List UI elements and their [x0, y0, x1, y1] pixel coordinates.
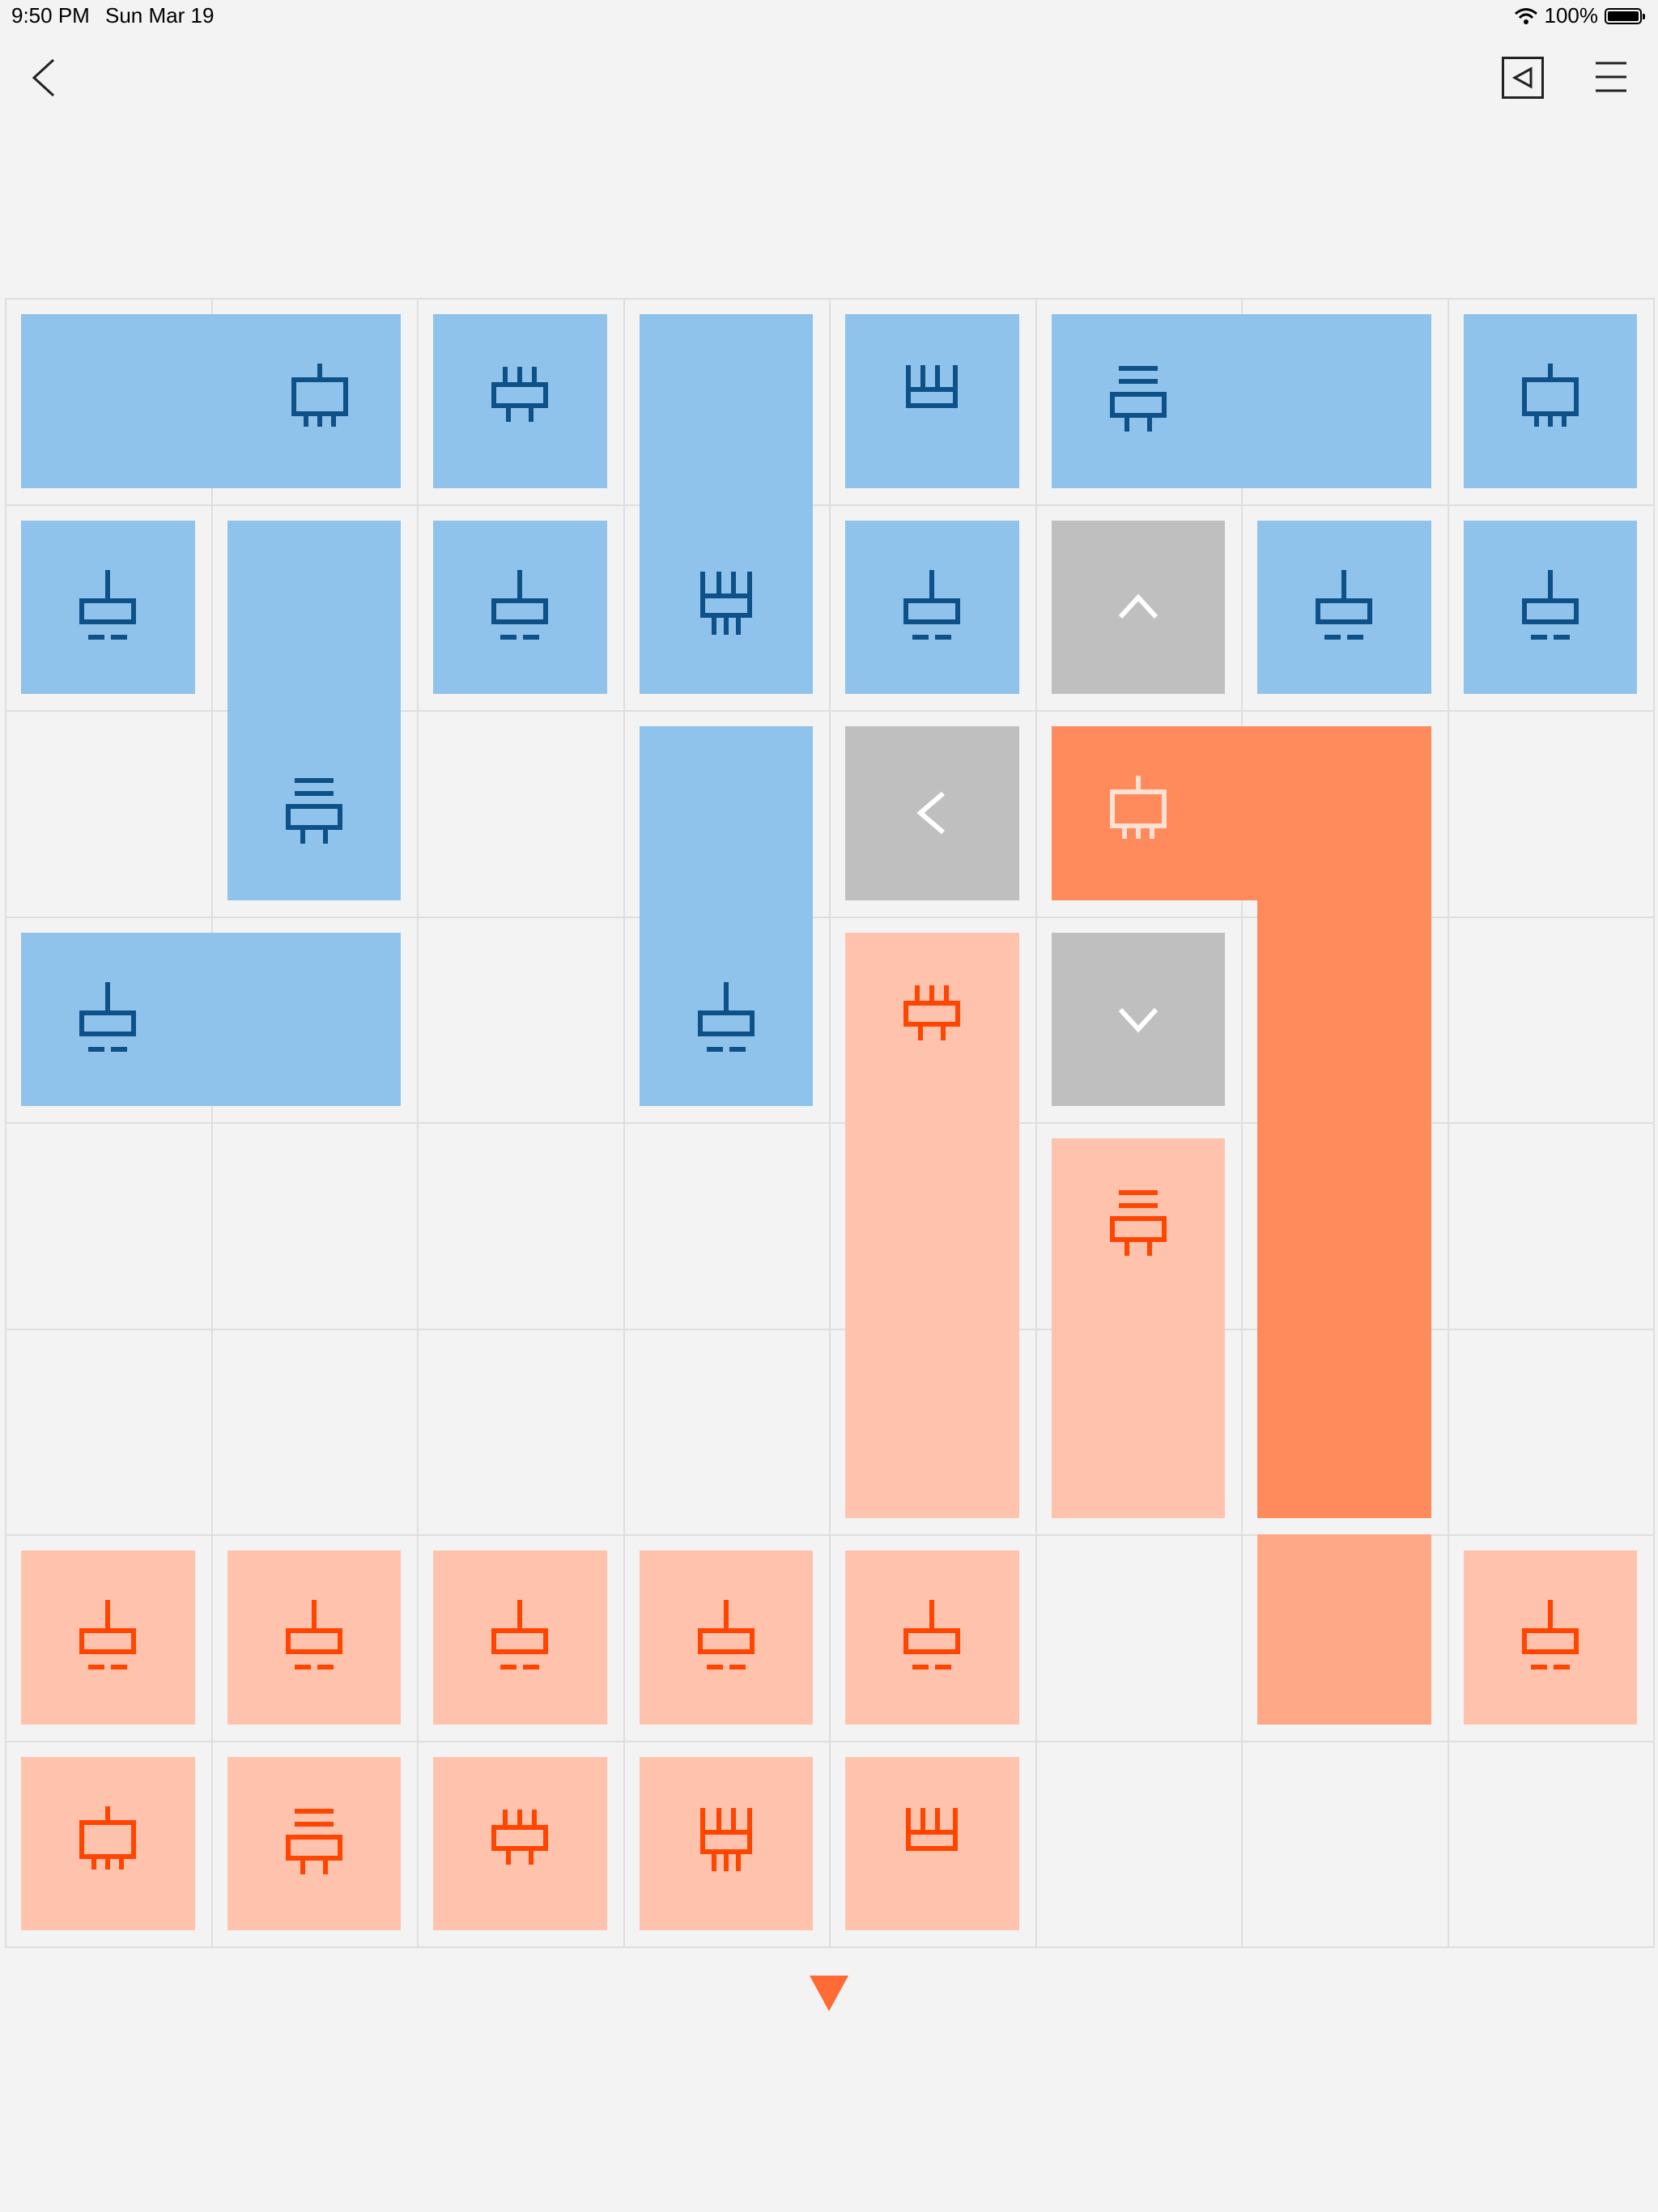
- salmon-piece-s6[interactable]: [639, 1551, 813, 1725]
- drop-arrow-icon: [810, 1976, 848, 2011]
- grid-cell: [210, 1328, 419, 1536]
- status-time: 9:50 PM: [11, 3, 90, 28]
- status-date: Sun Mar 19: [105, 3, 215, 28]
- blue-piece-b3[interactable]: [639, 314, 813, 694]
- blue-piece-b9[interactable]: [433, 520, 607, 694]
- salmon-piece-s12[interactable]: [639, 1756, 813, 1930]
- grid-cell: [623, 1122, 831, 1330]
- grid-cell: [1447, 1328, 1655, 1536]
- chevron-left-icon: [32, 58, 55, 97]
- hint-triangle-icon: [1502, 57, 1544, 99]
- salmon-piece-s4[interactable]: [227, 1551, 401, 1725]
- grid-cell: [417, 1122, 625, 1330]
- salmon-piece-s13[interactable]: [845, 1756, 1019, 1930]
- wifi-icon: [1514, 7, 1537, 24]
- grid-cell: [5, 1328, 213, 1536]
- grid-cell: [417, 1328, 625, 1536]
- blue-piece-b4[interactable]: [845, 314, 1019, 488]
- blue-piece-b1[interactable]: [21, 314, 401, 488]
- status-indicators: 100%: [1514, 3, 1645, 28]
- grid-cell: [1447, 1740, 1655, 1948]
- blue-piece-b2[interactable]: [433, 314, 607, 488]
- grid-cell: [1035, 1534, 1243, 1742]
- salmon-piece-s7[interactable]: [845, 1551, 1019, 1725]
- blue-piece-b12[interactable]: [1463, 520, 1637, 694]
- blue-piece-b13[interactable]: [639, 726, 813, 1106]
- grid-cell: [5, 710, 213, 918]
- blue-piece-b8[interactable]: [227, 520, 401, 900]
- salmon-piece-s5[interactable]: [433, 1551, 607, 1725]
- selected-piece-target-cell[interactable]: [1257, 1534, 1431, 1725]
- grid-cell: [1447, 916, 1655, 1124]
- drop-marker[interactable]: [810, 1976, 848, 2015]
- hamburger-menu-icon: [1596, 62, 1626, 92]
- grid-cell: [417, 916, 625, 1124]
- blue-piece-b10[interactable]: [845, 520, 1019, 694]
- battery-icon: [1605, 7, 1645, 24]
- salmon-piece-s2[interactable]: [1051, 1138, 1225, 1518]
- salmon-piece-s3[interactable]: [21, 1551, 195, 1725]
- grid-cell: [1241, 1740, 1449, 1948]
- salmon-piece-s11[interactable]: [433, 1756, 607, 1930]
- back-button[interactable]: [24, 55, 65, 100]
- grid-cell: [1035, 1740, 1243, 1948]
- gray-piece-g3[interactable]: [1051, 932, 1225, 1106]
- grid-cell: [1447, 1122, 1655, 1330]
- selected-piece-o1-arm[interactable]: [1257, 726, 1431, 1518]
- grid-cell: [417, 710, 625, 918]
- gray-piece-g1[interactable]: [1051, 520, 1225, 694]
- status-bar: 9:50 PM Sun Mar 19 100%: [0, 0, 1658, 32]
- salmon-piece-s9[interactable]: [21, 1756, 195, 1930]
- grid-cell: [623, 1328, 831, 1536]
- grid-cell: [1447, 710, 1655, 918]
- grid-cell: [210, 1122, 419, 1330]
- blue-piece-b7[interactable]: [21, 520, 195, 694]
- blue-piece-b14[interactable]: [21, 932, 401, 1106]
- grid-cell: [5, 1122, 213, 1330]
- salmon-piece-s8[interactable]: [1463, 1551, 1637, 1725]
- battery-percent: 100%: [1544, 3, 1599, 28]
- gray-piece-g2[interactable]: [845, 726, 1019, 900]
- salmon-piece-s1[interactable]: [845, 932, 1019, 1518]
- hint-button[interactable]: [1502, 57, 1544, 99]
- blue-piece-b6[interactable]: [1463, 314, 1637, 488]
- menu-button[interactable]: [1592, 58, 1630, 96]
- salmon-piece-s10[interactable]: [227, 1756, 401, 1930]
- blue-piece-b5[interactable]: [1051, 314, 1431, 488]
- blue-piece-b11[interactable]: [1257, 520, 1431, 694]
